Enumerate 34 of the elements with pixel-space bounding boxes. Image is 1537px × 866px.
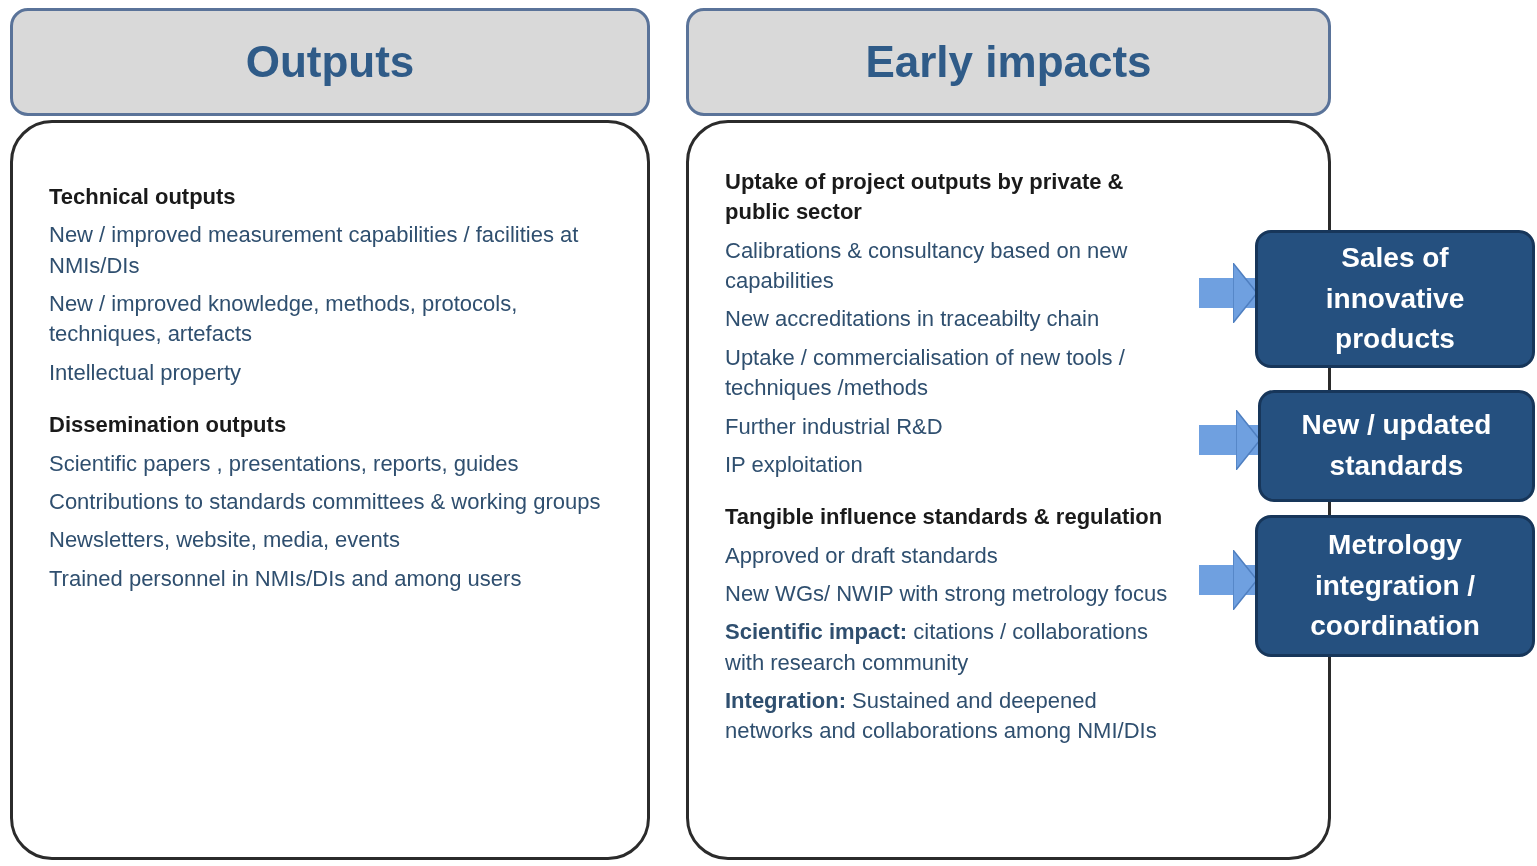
section-heading: Technical outputs xyxy=(49,183,237,211)
impact-box xyxy=(1255,515,1535,657)
content-panel xyxy=(10,120,650,860)
impact-box xyxy=(1255,230,1535,368)
section-heading: Tangible influence standards & regulation xyxy=(725,503,1164,532)
box-label: Metrology integration / coordination xyxy=(1309,528,1481,644)
block-arrow xyxy=(1199,409,1261,471)
list-item: Further industrial R&D xyxy=(725,412,944,441)
list-item: Integration: Sustained and deepened networks and collaborations among NMI/DIs xyxy=(725,687,1158,746)
list-item: New accreditations in traceabilty chain xyxy=(725,305,1101,334)
section-heading: Dissemination outputs xyxy=(49,411,288,440)
column-title: Early impacts xyxy=(865,37,1152,87)
column-title: Outputs xyxy=(245,37,415,87)
list-item: New / improved knowledge, methods, protocols, techniques, artefacts xyxy=(49,290,519,349)
list-item: Scientific papers , presentations, reports, guides xyxy=(49,449,520,478)
impact-box xyxy=(1258,390,1535,502)
list-item: Trained personnel in NMIs/DIs and among users xyxy=(49,564,523,593)
list-item: Approved or draft standards xyxy=(725,541,999,570)
header-box xyxy=(10,8,650,116)
list-item: New WGs/ NWIP with strong metrology focus xyxy=(725,579,1169,608)
list-item: Contributions to standards committees & working groups xyxy=(49,487,602,516)
box-label: New / updated standards xyxy=(1300,408,1493,483)
list-item: Scientific impact: citations / collaborations with research community xyxy=(725,618,1150,677)
block-arrow xyxy=(1199,549,1258,611)
list-item: Uptake / commercialisation of new tools / techniques /methods xyxy=(725,343,1126,403)
list-item: Newsletters, website, media, events xyxy=(49,526,401,555)
block-arrow xyxy=(1199,262,1258,324)
box-label: Sales of innovative products xyxy=(1324,241,1466,357)
list-item: New / improved measurement capabilities / facilities at NMIs/DIs xyxy=(49,221,580,280)
header-box xyxy=(686,8,1331,116)
list-item: Intellectual property xyxy=(49,358,242,387)
list-item: IP exploitation xyxy=(725,450,864,479)
section-heading: Uptake of project outputs by private & public sector xyxy=(725,168,1125,227)
list-item: Calibrations & consultancy based on new capabilities xyxy=(725,236,1129,296)
